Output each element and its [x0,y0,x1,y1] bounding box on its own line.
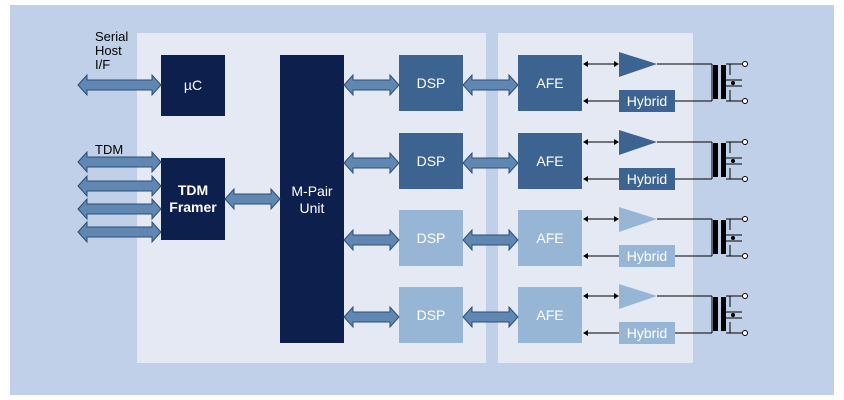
afe-ld-left-head-4 [583,293,588,299]
dsp-block-1: DSP [399,55,463,111]
transformer-core-left-3 [713,220,718,254]
hybrid-afe-head-4 [583,330,588,336]
tdm-line-arrow-3 [77,197,162,221]
afe-ld-right-head-2 [614,139,619,145]
hybrid-block-4: Hybrid [619,322,675,344]
transformer-secondary-1 [722,63,742,102]
transformer-dot-2 [731,159,735,163]
afe-block-3: AFE [518,210,582,266]
hybrid-block-1: Hybrid [619,90,675,112]
dsp-to-afe-arrow-4 [462,305,519,329]
transformer-secondary-3 [722,218,742,257]
microcontroller-label: µC [183,77,203,93]
transformer-dot-4 [731,313,735,317]
line-driver-triangle-4 [619,284,657,309]
mpair-to-dsp-arrow-4 [343,305,400,329]
transformer-dot-3 [731,236,735,240]
afe-ld-right-head-4 [614,293,619,299]
transformer-core-left-1 [713,65,718,99]
tdm-framer-label-line2: Framer [169,199,217,215]
transformer-core-right-4 [721,297,726,331]
framer-to-mpair-arrow [224,187,281,211]
tdm-line-arrow-2 [77,174,162,198]
line-terminal-ring-1 [742,98,748,104]
tdm-line-arrow-1 [77,150,162,174]
dsp-block-2: DSP [399,133,463,189]
transformer-secondary-2 [722,141,742,180]
line-terminal-tip-3 [742,216,748,222]
afe-ld-left-head-3 [583,216,588,222]
line-terminal-tip-2 [742,139,748,145]
afe-ld-right-head-3 [614,216,619,222]
mpair-to-dsp-arrow-1 [343,73,400,97]
hybrid-afe-head-3 [583,253,588,259]
dsp-to-afe-arrow-1 [462,73,519,97]
host-interface-label: Serial Host I/F [95,29,129,72]
afe-ld-left-head-2 [583,139,588,145]
transformer-dot-1 [731,81,735,85]
afe-block-4: AFE [518,287,582,343]
afe-block-1: AFE [518,55,582,111]
tdm-framer-label-line1: TDM [177,182,209,198]
hybrid-afe-head-2 [583,176,588,182]
mpair-to-dsp-arrow-2 [343,151,400,175]
dsp-block-4: DSP [399,287,463,343]
line-terminal-ring-3 [742,253,748,259]
dsp-to-afe-arrow-2 [462,151,519,175]
afe-block-2: AFE [518,133,582,189]
m-pair-unit-label-line2: Unit [299,200,325,216]
transformer-core-right-2 [721,143,726,177]
tdm-line-arrow-4 [77,220,162,244]
hybrid-block-2: Hybrid [619,168,675,190]
afe-ld-right-head-1 [614,61,619,67]
line-terminal-ring-2 [742,176,748,182]
transformer-secondary-4 [722,295,742,334]
line-terminal-ring-4 [742,330,748,336]
dsp-block-3: DSP [399,210,463,266]
m-pair-unit-block: M-Pair Unit [280,55,344,343]
transformer-core-left-4 [713,297,718,331]
transformer-core-right-3 [721,220,726,254]
microcontroller-block: µC [161,55,225,116]
line-terminal-tip-1 [742,61,748,67]
hybrid-block-3: Hybrid [619,245,675,267]
afe-ld-left-head-1 [583,61,588,67]
line-terminal-tip-4 [742,293,748,299]
transformer-core-right-1 [721,65,726,99]
line-driver-triangle-3 [619,207,657,232]
line-driver-triangle-1 [619,52,657,77]
tdm-framer-block: TDM Framer [161,158,225,240]
dsp-to-afe-arrow-3 [462,228,519,252]
hybrid-afe-head-1 [583,98,588,104]
transformer-core-left-2 [713,143,718,177]
mpair-to-dsp-arrow-3 [343,228,400,252]
tdm-label: TDM [95,142,124,157]
line-driver-triangle-2 [619,130,657,155]
host-interface-arrow [77,73,162,97]
m-pair-unit-label-line1: M-Pair [291,183,333,199]
